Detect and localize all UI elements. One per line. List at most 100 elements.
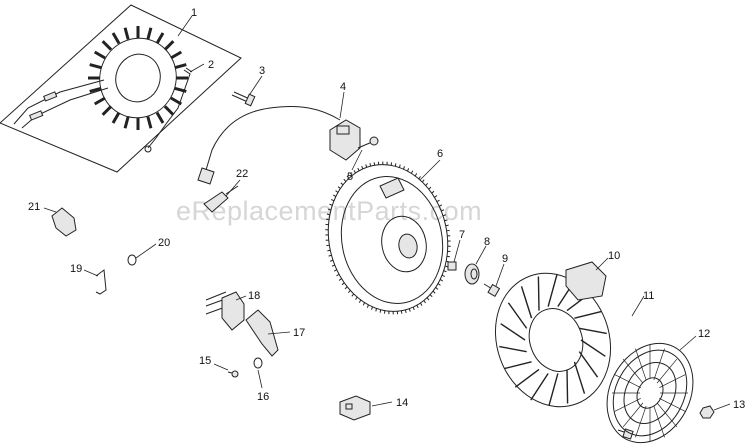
stator-tooth: [101, 105, 113, 116]
bracket-17: [245, 309, 279, 357]
spark-boot: [197, 167, 215, 185]
flywheel-outer-rim: [327, 164, 449, 312]
stator-wire-a: [13, 79, 105, 125]
fan-blade: [530, 373, 549, 401]
fan-blade: [548, 373, 559, 406]
stator-tooth: [101, 40, 113, 51]
fan-blade: [580, 339, 606, 357]
callout-3: 3: [259, 65, 265, 77]
fan-blade: [520, 286, 533, 319]
washer-8-hole: [470, 268, 478, 280]
leader-7: [453, 239, 461, 263]
callout-14: 14: [396, 397, 408, 409]
flywheel-hub-outer: [381, 215, 427, 273]
leader-5: [351, 149, 363, 171]
clamp-21: [51, 207, 77, 237]
module-tab: [336, 125, 350, 135]
stator-tooth: [111, 111, 121, 124]
screw-5: [357, 136, 379, 149]
stator-tooth: [170, 50, 183, 60]
screen-spoke: [614, 374, 641, 388]
leader-1: [177, 15, 193, 37]
callout-20: 20: [158, 237, 170, 249]
washer-20: [127, 254, 137, 266]
screw-15: [227, 370, 239, 378]
screen-spoke: [653, 405, 665, 438]
leader-20: [135, 243, 157, 259]
callout-18: 18: [248, 290, 260, 302]
fan-blade: [507, 302, 528, 329]
harness-wire: [147, 69, 191, 149]
callout-7: 7: [459, 229, 465, 241]
screen-spoke: [659, 374, 686, 388]
callout-16: 16: [257, 391, 269, 403]
screen-spoke: [635, 405, 647, 438]
callout-9: 9: [502, 253, 508, 265]
leader-22: [225, 179, 241, 197]
stator-tooth: [163, 40, 175, 51]
screw-15-head: [231, 370, 239, 378]
fan-blade: [574, 310, 602, 319]
screw-11: [617, 428, 634, 440]
callout-10: 10: [608, 250, 620, 262]
fan-blade: [514, 368, 540, 388]
callout-labels: 1 2 3 4 5 6 7 8 9 10 11 12 13 14 15 16 1…: [28, 7, 745, 411]
screw-11-head: [622, 428, 634, 440]
fan-blade: [566, 369, 569, 404]
leader-19: [83, 269, 99, 277]
stator-tooth: [123, 27, 130, 40]
leader-15: [213, 363, 229, 371]
switch-18-body: [221, 291, 245, 331]
fan-blade: [579, 327, 607, 335]
washer-16: [253, 357, 263, 369]
callout-17: 17: [293, 327, 305, 339]
stator-tooth: [155, 111, 165, 124]
leader-14: [371, 401, 393, 407]
fan-blade: [499, 345, 527, 353]
stator-connector-a: [43, 91, 58, 102]
screw-3: [231, 91, 256, 107]
flywheel: [325, 161, 451, 315]
nut-13: [699, 405, 715, 419]
stator-tooth: [111, 32, 121, 45]
grass-screen: [606, 342, 694, 444]
callout-12: 12: [698, 328, 710, 340]
leader-lines: [43, 15, 731, 411]
flywheel-key: [447, 261, 457, 271]
callout-2: 2: [208, 59, 214, 71]
screen-spoke: [653, 348, 665, 381]
blower-fan: [494, 261, 612, 408]
stator-wire-b: [21, 87, 109, 129]
callout-1: 1: [191, 7, 197, 19]
stator-inner-ring: [115, 53, 161, 103]
stator-tooth: [89, 86, 102, 93]
screen-rim: [606, 342, 694, 444]
stator-tooth: [163, 105, 175, 116]
leader-2: [189, 63, 205, 73]
fan-blade: [537, 276, 540, 311]
screen-spoke: [635, 348, 647, 381]
stator-tooth: [174, 63, 187, 70]
block-14-slot: [345, 403, 353, 410]
screw-5-shank: [357, 141, 373, 149]
stator-connector-b: [29, 110, 44, 121]
callout-5: 5: [347, 171, 353, 183]
switch-18: [205, 291, 245, 331]
block-14: [339, 395, 371, 421]
screen-ring-c: [636, 377, 664, 409]
screw-3-head: [244, 93, 256, 107]
harness-eyelet: [144, 145, 152, 153]
fan-blade: [500, 323, 526, 341]
fan-outer: [494, 272, 612, 408]
leader-9: [495, 263, 505, 287]
stator-kit: [0, 4, 242, 173]
fan-blade: [573, 361, 586, 394]
flywheel-bolt: [483, 283, 501, 298]
stator-outer-ring: [99, 37, 177, 119]
stator-tooth: [93, 50, 106, 60]
stator-tooth: [93, 96, 106, 106]
callout-22: 22: [236, 168, 248, 180]
screen-spoke: [659, 398, 686, 412]
washer-8: [464, 263, 480, 285]
screen-spoke: [614, 398, 641, 412]
